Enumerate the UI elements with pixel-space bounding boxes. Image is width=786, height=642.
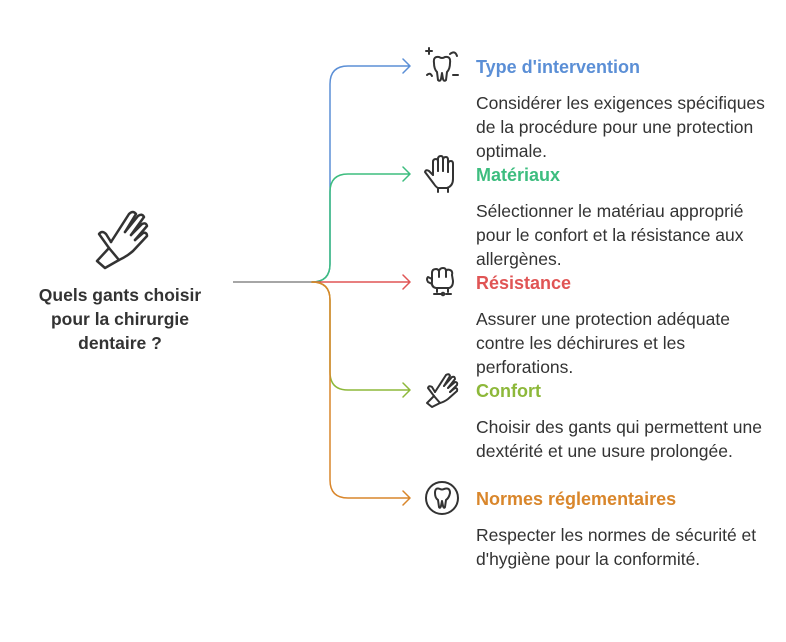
- branch-title-confort: Confort: [476, 381, 541, 401]
- raised-hand-icon: [424, 155, 454, 193]
- branch-description-type-intervention: Considérer les exigences spécifiques de …: [476, 93, 765, 161]
- connector-line-confort: [311, 281, 411, 398]
- branch-description-resistance: Assurer une protection adéquate contre l…: [476, 309, 730, 377]
- root-question-label: Quels gants choisir pour la chirurgie de…: [38, 285, 202, 353]
- branch-description-confort: Choisir des gants qui permettent une dex…: [476, 417, 762, 461]
- branch-title-materiaux: Matériaux: [476, 165, 561, 185]
- tooth-circle-icon: [425, 481, 459, 515]
- connector-line-normes: [311, 281, 411, 506]
- branch-title-normes-reglementaires: Normes réglementaires: [476, 489, 677, 509]
- branch-title-resistance: Résistance: [476, 273, 572, 293]
- glove-icon: [95, 210, 149, 270]
- fist-icon: [426, 267, 454, 297]
- branch-description-normes-reglementaires: Respecter les normes de sécurité et d'hy…: [476, 525, 757, 569]
- connector-line-type-intervention: [311, 58, 411, 283]
- branch-description-materiaux: Sélectionner le matériau approprié pour …: [476, 201, 744, 269]
- connector-line-resistance: [311, 274, 411, 290]
- branch-title-type-intervention: Type d'intervention: [476, 57, 640, 77]
- connector-line-materiaux: [311, 166, 411, 283]
- glove-icon: [426, 373, 459, 408]
- tooth-sparkle-icon: [425, 47, 459, 82]
